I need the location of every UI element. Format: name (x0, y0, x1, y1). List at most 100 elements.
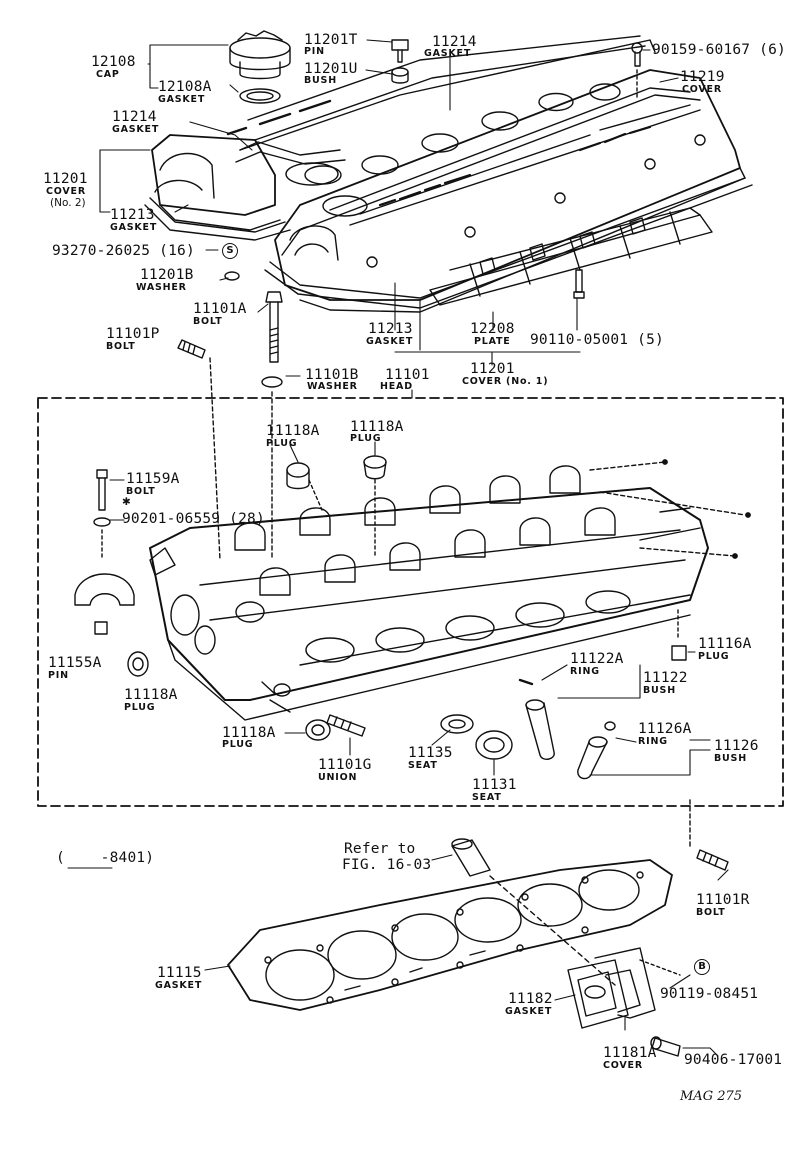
part-name-11101a: BOLT (193, 316, 223, 327)
plug-shapes (74, 455, 687, 780)
part-label-11213-left: 11213 (110, 207, 155, 223)
part-name-11101: HEAD (380, 381, 413, 392)
part-name-11115: GASKET (155, 980, 203, 991)
part-label-11101g: 11101G (318, 757, 372, 773)
part-name-11116a: PLUG (698, 651, 730, 662)
part-label-11118a-4: 11118A (222, 725, 276, 741)
part-label-11213-right: 11213 (368, 321, 413, 337)
part-name-12208: PLATE (474, 336, 511, 347)
part-label-11126: 11126 (714, 738, 759, 754)
leader-lines (67, 39, 729, 1057)
part-name-11126: BUSH (714, 753, 747, 764)
part-label-11181a: 11181A (603, 1045, 657, 1061)
catalog-stamp: MAG 275 (680, 1089, 743, 1104)
part-label-90119: 90119-08451 (660, 986, 759, 1002)
part-label-11101p: 11101P (106, 326, 160, 342)
part-name-11201b: WASHER (136, 282, 187, 293)
marker-s-circle: S (222, 243, 238, 259)
part-label-90159: 90159-60167 (6) (652, 42, 786, 58)
part-label-11126a: 11126A (638, 721, 692, 737)
part-label-11118a-1: 11118A (266, 423, 320, 439)
part-name-11201-no1: COVER (No. 1) (462, 376, 549, 387)
cover-gaskets (144, 141, 753, 309)
part-name-11213-left: GASKET (110, 222, 158, 233)
part-name-11201t: PIN (304, 46, 325, 57)
part-name-11213-right: GASKET (366, 336, 414, 347)
cylinder-head (149, 459, 751, 721)
valve-cover-no2 (151, 35, 656, 231)
part-label-11201u: 11201U (304, 61, 358, 77)
washer-11201b-shape (224, 271, 240, 281)
part-name-11101b: WASHER (307, 381, 358, 392)
screw-90110 (573, 269, 585, 299)
part-name-11131: SEAT (472, 792, 502, 803)
part-label-12108a: 12108A (158, 79, 212, 95)
part-label-11182: 11182 (508, 991, 553, 1007)
part-label-93270: 93270-26025 (16) (52, 243, 195, 259)
part-name-11118a-2: PLUG (350, 433, 382, 444)
part-label-11116a: 11116A (698, 636, 752, 652)
part-name-11101g: UNION (318, 772, 358, 783)
part-label-12208: 12208 (470, 321, 515, 337)
asterisk-marker: ✱ (122, 496, 131, 508)
part-name-11159a: BOLT (126, 486, 156, 497)
part-name-11122: BUSH (643, 685, 676, 696)
part-label-11219: 11219 (680, 69, 725, 85)
part-qualifier-11201-no2: (No. 2) (50, 197, 86, 209)
part-name-11135: SEAT (408, 760, 438, 771)
part-label-11201b: 11201B (140, 267, 194, 283)
date-range-label: ( -8401) (56, 850, 155, 866)
part-label-11122: 11122 (643, 670, 688, 686)
part-label-11101a: 11101A (193, 301, 247, 317)
part-name-11214-top: GASKET (424, 48, 472, 59)
part-label-11214-top: 11214 (432, 34, 477, 50)
screw-90159 (631, 42, 643, 101)
part-name-11126a: RING (638, 736, 668, 747)
valve-cover-no1 (274, 69, 746, 313)
part-label-90201: 90201-06559 (28) (122, 511, 265, 527)
part-name-11101r: BOLT (696, 907, 726, 918)
head-bolt-11101a (261, 291, 283, 561)
part-name-11155a: PIN (48, 670, 69, 681)
part-label-11135: 11135 (408, 745, 453, 761)
part-name-11201-no2: COVER (46, 186, 86, 197)
part-label-11159a: 11159A (126, 471, 180, 487)
part-label-11201-no2: 11201 (43, 171, 88, 187)
marker-b-circle: B (694, 959, 710, 975)
valve-lifter (451, 838, 616, 986)
part-name-11118a-4: PLUG (222, 739, 254, 750)
stud-11101r (696, 849, 729, 871)
reference-note-line1: Refer to (344, 841, 416, 857)
part-name-11118a-1: PLUG (266, 438, 298, 449)
part-name-11122a: RING (570, 666, 600, 677)
part-label-11131: 11131 (472, 777, 517, 793)
reference-note-line2: FIG. 16-03 (342, 857, 432, 873)
head-group-frame (37, 397, 784, 807)
part-name-11219: COVER (682, 84, 722, 95)
part-name-11101p: BOLT (106, 341, 136, 352)
part-name-11214-left: GASKET (112, 124, 160, 135)
part-label-11214-left: 11214 (112, 109, 157, 125)
part-label-11118a-3: 11118A (124, 687, 178, 703)
part-label-11101r: 11101R (696, 892, 750, 908)
part-label-11201t: 11201T (304, 32, 358, 48)
part-name-12108: CAP (96, 69, 120, 80)
oil-filler-cap (229, 30, 291, 104)
part-label-11101: 11101 (385, 367, 430, 383)
part-name-12108a: GASKET (158, 94, 206, 105)
part-label-11118a-2: 11118A (350, 419, 404, 435)
part-label-11155a: 11155A (48, 655, 102, 671)
part-name-11118a-3: PLUG (124, 702, 156, 713)
plate-12208 (429, 207, 713, 306)
part-label-11122a: 11122A (570, 651, 624, 667)
part-label-11115: 11115 (157, 965, 202, 981)
rear-cover-assembly (567, 947, 681, 1057)
part-label-90406: 90406-17001 (684, 1052, 783, 1068)
part-name-11181a: COVER (603, 1060, 643, 1071)
part-label-12108: 12108 (91, 54, 136, 70)
pin-bush-small (391, 39, 409, 84)
part-name-11182: GASKET (505, 1006, 553, 1017)
part-name-11201u: BUSH (304, 75, 337, 86)
head-gasket (227, 859, 673, 1011)
